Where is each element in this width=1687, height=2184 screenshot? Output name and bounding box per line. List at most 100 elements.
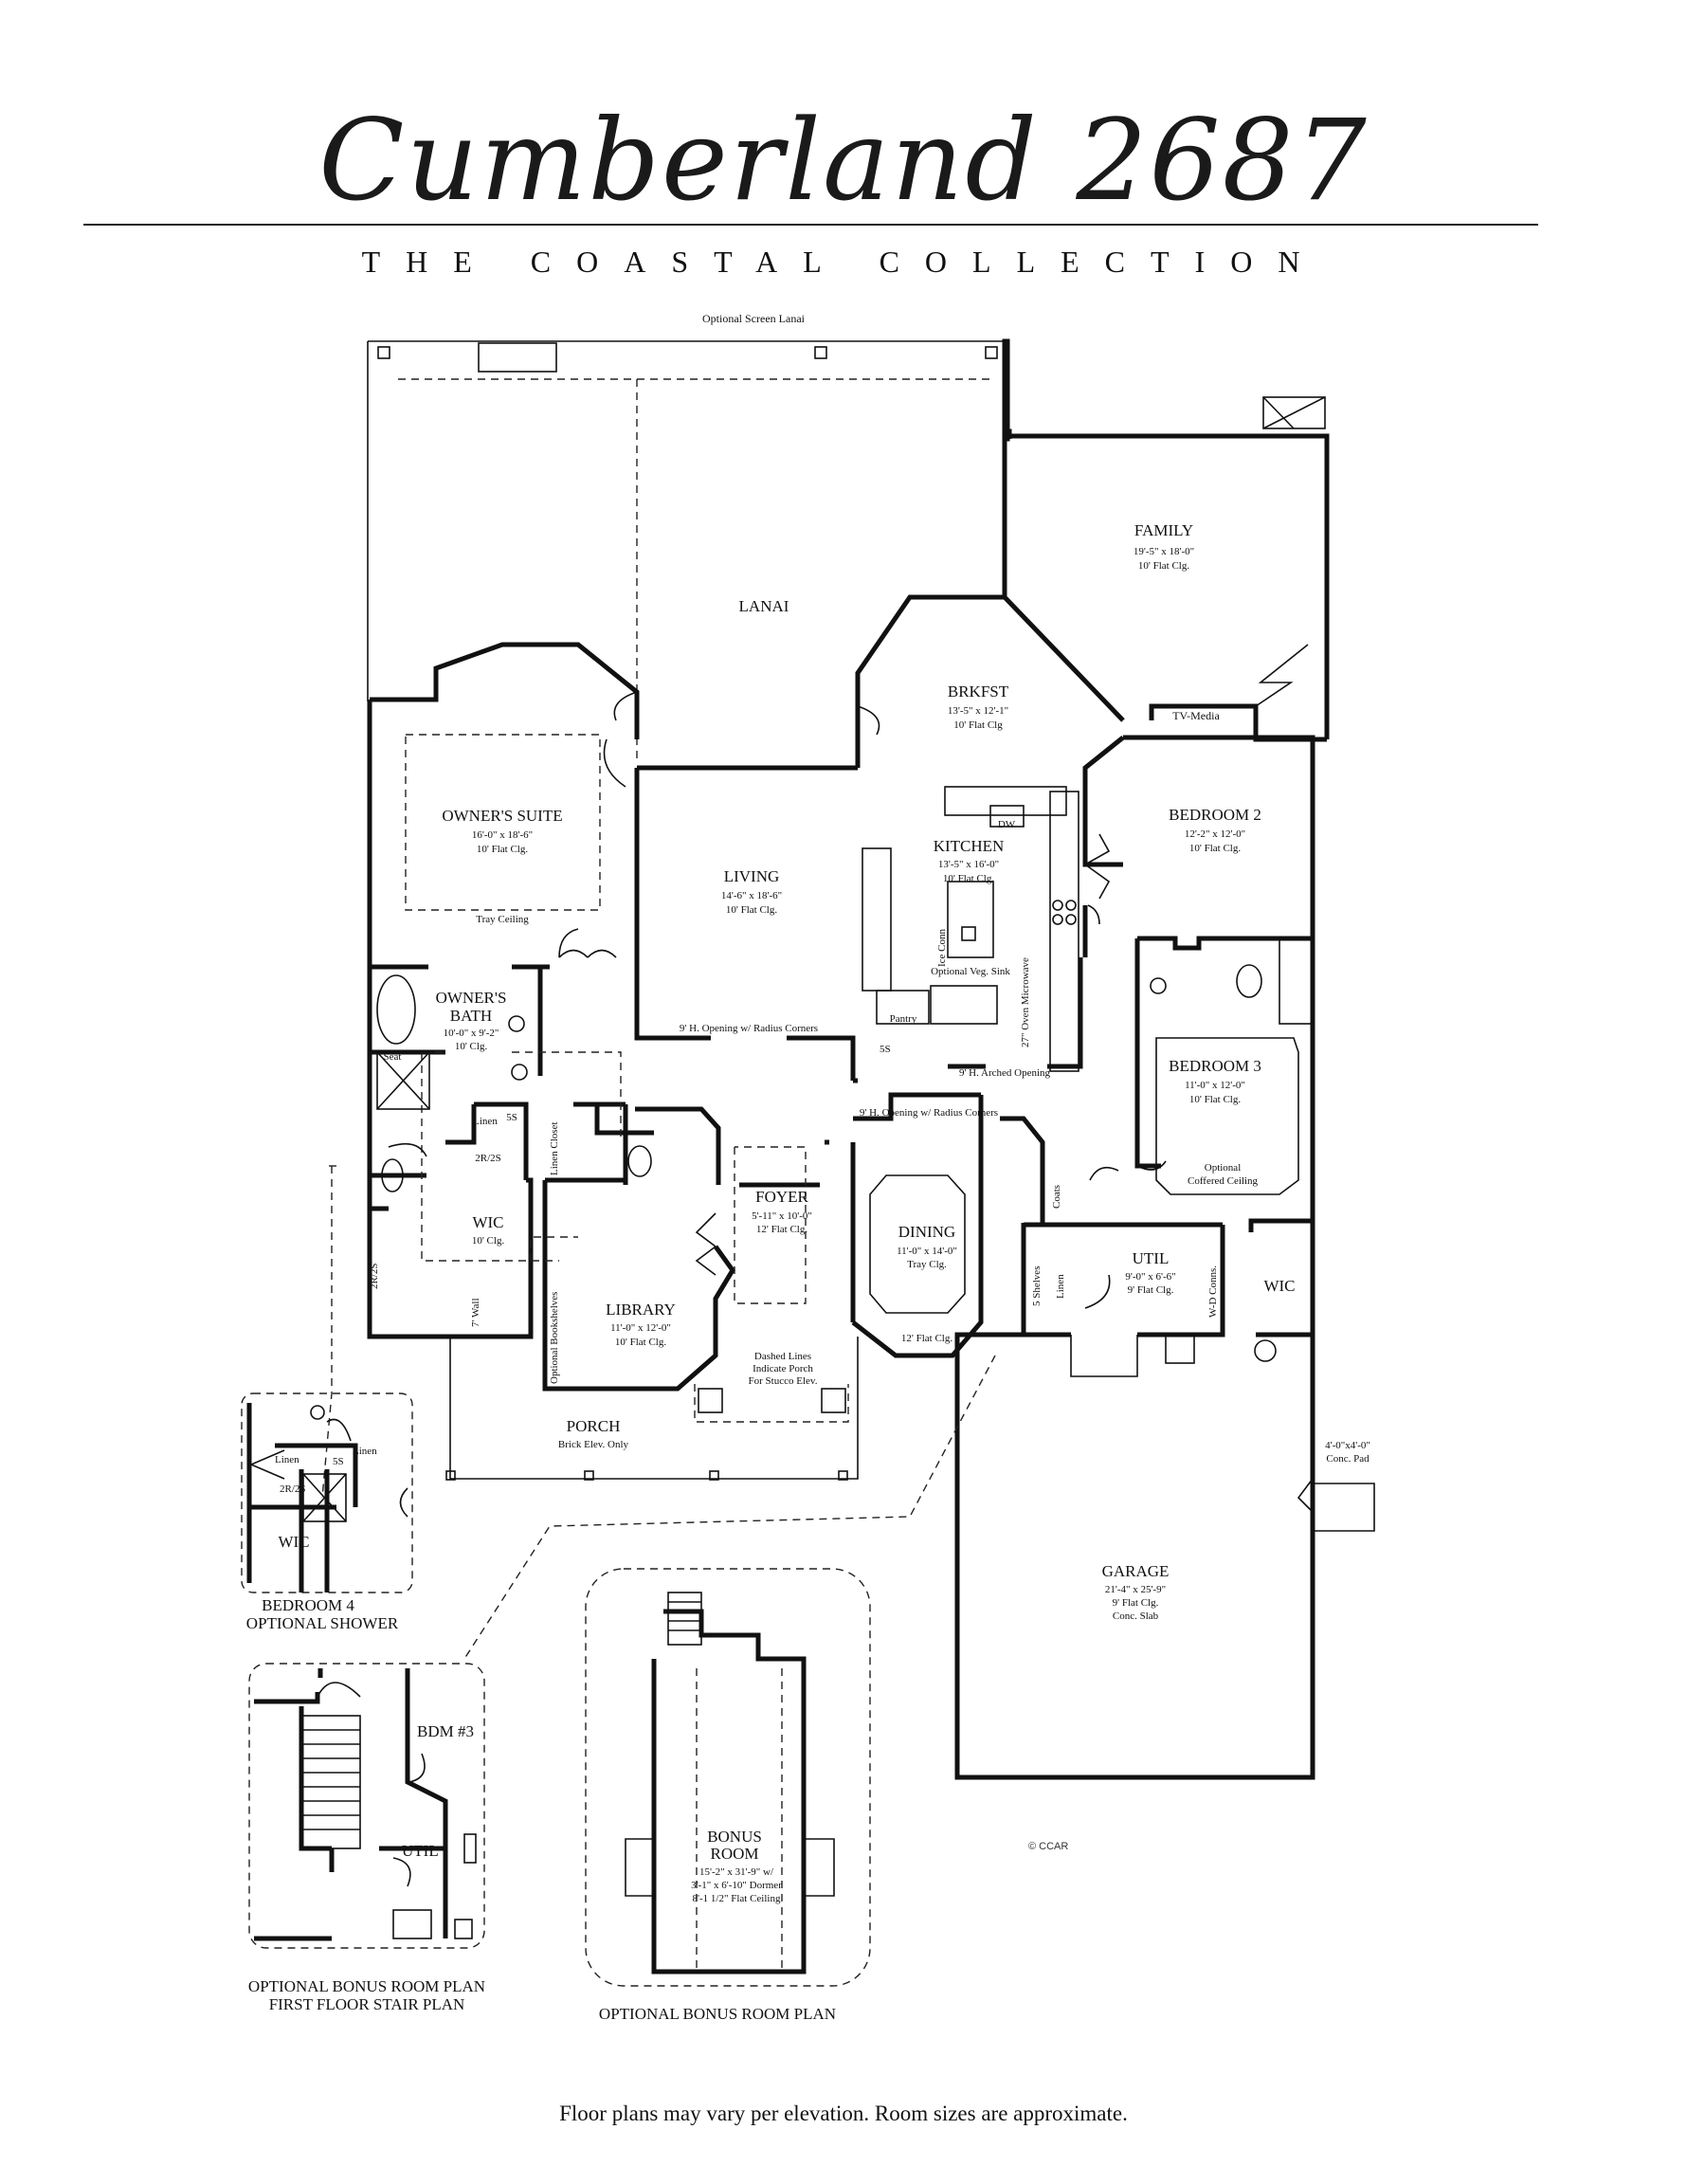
exterior-walls: [367, 338, 1330, 1780]
util-size: 9'-0" x 6'-6": [1125, 1271, 1175, 1283]
linen-closet: Linen Closet: [549, 1121, 560, 1175]
porch-name: PORCH: [567, 1417, 621, 1435]
owners-bath-ceiling: 10' Clg.: [455, 1041, 488, 1052]
dining-ceiling: Tray Clg.: [907, 1259, 947, 1270]
owners-bath-size: 10'-0" x 9'-2": [444, 1028, 499, 1039]
wic-name: WIC: [472, 1213, 503, 1231]
kitchen-name: KITCHEN: [934, 837, 1005, 855]
lanai-name: LANAI: [739, 597, 789, 615]
library-name: LIBRARY: [606, 1301, 676, 1319]
kitchen-ice-conn: Ice Conn: [936, 928, 948, 967]
garage-pad1: 4'-0"x4'-0": [1325, 1440, 1370, 1451]
tray-ceiling-outline: [405, 734, 601, 911]
porch-dashed1: Dashed Lines: [754, 1351, 811, 1362]
bedroom3-name: BEDROOM 3: [1169, 1057, 1261, 1075]
foyer-size: 5'-11" x 10'-0": [752, 1210, 812, 1222]
util-name: UTIL: [1133, 1249, 1170, 1267]
bdrm4-5s: 5S: [333, 1456, 344, 1467]
family-ceiling: 10' Flat Clg.: [1138, 560, 1189, 572]
util-shelves: 5 Shelves: [1031, 1266, 1043, 1306]
living-name: LIVING: [724, 867, 780, 885]
wic2-name: WIC: [1263, 1277, 1295, 1295]
kitchen-ceiling: 10' Flat Clg.: [943, 873, 994, 884]
library-shelves: Optional Bookshelves: [549, 1292, 560, 1384]
owners-bath-name2: BATH: [450, 1007, 492, 1025]
stair-caption2: FIRST FLOOR STAIR PLAN: [269, 1995, 465, 2013]
tub: [376, 974, 416, 1045]
linen-label: Linen: [473, 1116, 498, 1127]
owners-suite-ceiling: 10' Flat Clg.: [477, 844, 528, 855]
kitchen-oven: 27" Oven Microwave: [1020, 957, 1031, 1047]
util-wd: W-D Conns.: [1207, 1265, 1219, 1318]
family-name: FAMILY: [1134, 521, 1193, 539]
dining-name: DINING: [898, 1223, 955, 1241]
bonus-size3: 8'-1 1/2" Flat Ceiling: [693, 1893, 781, 1904]
util-coats: Coats: [1051, 1185, 1062, 1209]
kitchen-arched: 9' H. Arched Opening: [959, 1067, 1051, 1079]
ccar-watermark: © CCAR: [1028, 1841, 1069, 1852]
bedroom2-size: 12'-2" x 12'-0": [1185, 828, 1245, 840]
living-size: 14'-6" x 18'-6": [721, 890, 782, 901]
wic-2r2s: 2R/2S: [369, 1263, 380, 1289]
brkfst-ceiling: 10' Flat Clg: [953, 719, 1003, 731]
bonus-name1: BONUS: [707, 1828, 762, 1846]
bdrm4-2r2s: 2R/2S: [280, 1483, 306, 1495]
living-opening: 9' H. Opening w/ Radius Corners: [680, 1023, 818, 1034]
living-ceiling: 10' Flat Clg.: [726, 904, 777, 916]
stair-bdm: BDM #3: [417, 1722, 474, 1740]
conc-pad: [1313, 1483, 1375, 1532]
bedroom2-ceiling: 10' Flat Clg.: [1189, 843, 1241, 854]
family-size: 19'-5" x 18'-0": [1134, 546, 1194, 557]
plan-title: Cumberland 2687: [318, 95, 1369, 226]
inset-bedroom4-shower: Linen 5S Linen 2R/2S WIC BEDROOM 4 OPTIO…: [241, 1392, 413, 1632]
kitchen-dw: DW: [998, 819, 1016, 830]
stair-caption1: OPTIONAL BONUS ROOM PLAN: [248, 1977, 485, 1995]
bedroom3-size: 11'-0" x 12'-0": [1185, 1080, 1245, 1091]
bdrm4-caption2: OPTIONAL SHOWER: [246, 1614, 399, 1632]
chimney: [478, 342, 557, 373]
stair-util: UTIL: [402, 1842, 439, 1860]
owners-bath-seat: Seat: [384, 1051, 402, 1063]
wic-wall: 7' Wall: [470, 1298, 481, 1327]
brkfst-size: 13'-5" x 12'-1": [948, 705, 1008, 717]
porch-outline: [421, 1051, 859, 1481]
room-labels: Optional Screen Lanai LANAI FAMILY 19'-5…: [369, 312, 1370, 1622]
owners-suite-name: OWNER'S SUITE: [442, 807, 562, 825]
util-linen: Linen: [1055, 1274, 1066, 1299]
bonus-size1: 15'-2" x 31'-9" w/: [699, 1866, 774, 1878]
owners-suite-size: 16'-0" x 18'-6": [472, 829, 533, 841]
ac-pad: [1262, 396, 1326, 429]
bedroom3-ceiling: 10' Flat Clg.: [1189, 1094, 1241, 1105]
dining-opening: 9' H. Opening w/ Radius Corners: [860, 1107, 998, 1119]
porch-dashed3: For Stucco Elev.: [749, 1375, 818, 1387]
owners-suite-tray: Tray Ceiling: [476, 914, 529, 925]
bonus-caption: OPTIONAL BONUS ROOM PLAN: [599, 2005, 836, 2023]
garage-name: GARAGE: [1102, 1562, 1170, 1580]
kitchen-pantry: Pantry: [890, 1013, 917, 1025]
bedroom2-name: BEDROOM 2: [1169, 806, 1261, 824]
bdrm4-linen1: Linen: [275, 1454, 299, 1465]
brkfst-name: BRKFST: [948, 682, 1009, 701]
kitchen-5s: 5S: [880, 1044, 891, 1055]
title-rule: [83, 224, 1538, 226]
garage-slab: Conc. Slab: [1113, 1611, 1159, 1622]
door-swings: [388, 691, 1314, 1513]
bdrm4-linen2: Linen: [353, 1446, 377, 1457]
bdrm4-caption1: BEDROOM 4: [262, 1596, 354, 1614]
porch-note: Brick Elev. Only: [558, 1439, 629, 1450]
garage-size: 21'-4" x 25'-9": [1105, 1584, 1166, 1595]
garage-pad2: Conc. Pad: [1326, 1453, 1370, 1465]
library-size: 11'-0" x 12'-0": [610, 1322, 671, 1334]
footer-note: Floor plans may vary per elevation. Room…: [559, 2102, 1128, 2125]
wic-ceiling: 10' Clg.: [472, 1235, 505, 1247]
bonus-size2: 3'-1" x 6'-10" Dormer: [691, 1880, 782, 1891]
dining-size: 11'-0" x 14'-0": [897, 1246, 957, 1257]
util-ceiling: 9' Flat Clg.: [1128, 1284, 1174, 1296]
linen-2r2s: 2R/2S: [475, 1153, 501, 1164]
kitchen-size: 13'-5" x 16'-0": [938, 859, 999, 870]
foyer-ceiling: 12' Flat Clg.: [756, 1224, 807, 1235]
dining-ceiling2: 12' Flat Clg.: [901, 1333, 952, 1344]
dining-tray: [869, 1174, 966, 1314]
kitchen-sink-note: Optional Veg. Sink: [931, 966, 1010, 977]
